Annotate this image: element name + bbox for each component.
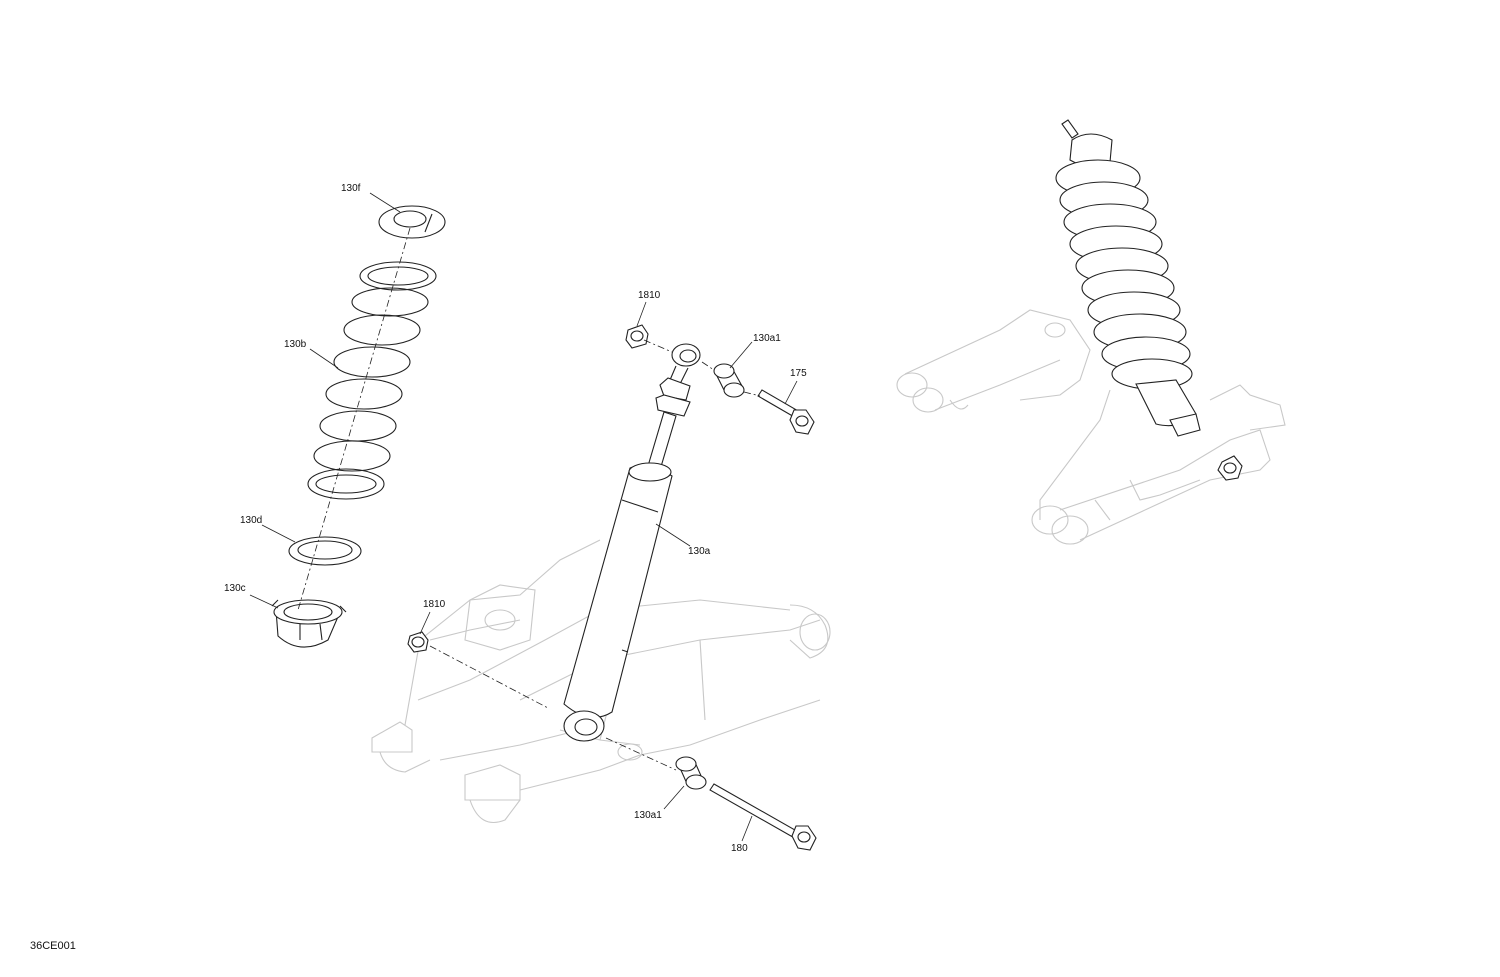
spring-assembly-axis	[297, 227, 411, 611]
callout-180: 180	[731, 843, 748, 854]
nut-1810-bottom	[407, 631, 429, 653]
drawing-id: 36CE001	[30, 940, 76, 952]
coil-spring-130b	[307, 261, 437, 500]
bushing-130a1-top	[713, 363, 745, 398]
shock-absorber-130a	[563, 343, 701, 742]
spring-seat-130c	[271, 599, 347, 648]
callout-130a1-top: 130a1	[753, 333, 781, 344]
spring-washer-130d	[288, 536, 362, 566]
nut-1810-top	[625, 324, 649, 349]
bolt-175	[757, 389, 815, 435]
assembled-coilover-shock	[1055, 119, 1243, 481]
callout-130f: 130f	[341, 183, 361, 194]
bottom-bolt-axis	[429, 645, 677, 771]
callout-130d: 130d	[240, 515, 263, 526]
callout-175: 175	[790, 368, 807, 379]
callout-130b: 130b	[284, 339, 307, 350]
callout-1810-bottom: 1810	[423, 599, 446, 610]
assembled-swing-arm-ghost	[896, 309, 1286, 545]
callout-130c: 130c	[224, 583, 246, 594]
callout-130a1-bottom: 130a1	[634, 810, 662, 821]
top-bolt-axis	[643, 339, 761, 397]
leader-lines	[249, 192, 798, 842]
bushing-130a1-bottom	[675, 756, 707, 790]
callout-1810-top: 1810	[638, 290, 661, 301]
callout-130a: 130a	[688, 546, 711, 557]
spring-retainer-130f	[378, 205, 446, 239]
bolt-180	[709, 783, 817, 851]
